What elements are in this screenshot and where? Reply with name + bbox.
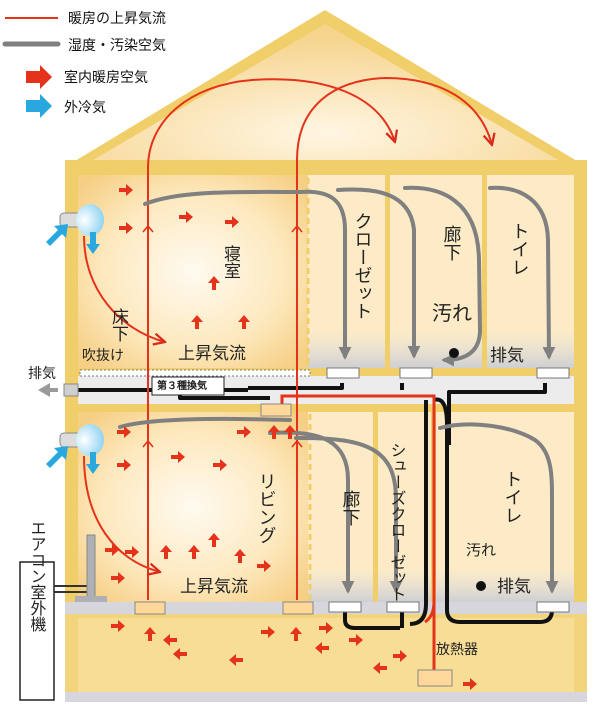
ventilation-unit [151,376,225,396]
label-rising-upper: 上昇気流 [178,344,246,364]
wall-intake-lower [59,424,104,456]
heating-arrow-icon [173,648,187,660]
label-floor-under: 床下 [108,308,129,342]
heating-arrow-icon [111,572,125,584]
exhaust-arrow-icon [38,383,50,397]
heating-arrow-icon [315,642,329,654]
label-dirty-lower: 汚れ [466,541,496,559]
label-exhaust-lower: 排気 [497,577,531,597]
heating-arrow-icon [373,662,387,674]
heating-arrow-icon [234,549,246,563]
living-flow-curve [83,455,160,572]
heating-arrow-icon [179,211,193,223]
heating-arrow-icon [160,545,172,559]
heating-arrow-icon [225,216,239,228]
heating-arrow-icon [290,627,302,641]
living-area [78,412,308,602]
heating-arrow-icon [208,276,220,290]
label-bedroom: 寝室 [220,244,241,279]
humid-air-lines [118,185,559,594]
cold-air-arrows [46,224,100,474]
heating-arrow-icon [237,426,251,438]
room-labels: 寝室 床下 吹抜け 上昇気流 排気 第３種換気 クローゼット 廊下 トイレ 汚れ… [28,212,532,658]
bedroom-area [78,175,308,368]
dirt-dot-upper [449,348,459,358]
heating-arrow-icon [319,622,333,634]
heating-arrow-icon [349,634,363,646]
indoor-heating-arrows [105,184,477,690]
legend-humid-air: 湿度・汚染空気 [68,38,166,54]
exhaust-outlet [63,383,79,397]
label-ac-outdoor: エアコン室外機 [28,520,47,633]
label-exhaust-left: 排気 [28,366,56,382]
legend-indoor-heating: 室内暖房空気 [64,69,148,86]
label-third-ventilation: 第３種換気 [157,379,207,392]
heating-arrow-icon [111,620,125,632]
heating-arrow-icon [257,560,271,572]
heating-arrow-icon [238,315,250,329]
dirt-dot-lower [476,581,486,591]
label-radiator: 放熱器 [436,642,478,658]
red-arrow-icon [26,65,52,89]
heating-arrow-icon [117,459,131,471]
heating-arrow-icon [229,654,243,666]
heating-arrow-icon [163,634,177,646]
wall-intake-upper [59,204,104,236]
floor-vents [134,367,570,687]
heating-arrow-icon [191,315,203,329]
legend: 暖房の上昇気流 湿度・汚染空気 室内暖房空気 外冷気 [2,11,166,118]
heating-arrow-icon [144,627,156,641]
label-shoe-closet: シューズクローゼット [388,442,407,602]
label-hallway-lower: 廊下 [340,490,361,526]
heating-arrow-icon [105,544,119,556]
heating-arrow-icon [268,425,280,439]
radiator-unit [417,669,453,687]
blue-arrow-icon [26,94,52,118]
label-rising-lower: 上昇気流 [180,577,248,597]
bedroom-flow-curve [83,235,165,342]
ac-outdoor-unit [19,534,107,701]
label-toilet-upper: トイレ [509,222,530,276]
rise-chevrons [142,224,303,448]
heating-rise-lines [147,76,492,600]
heating-arrow-icon [188,545,200,559]
heating-arrow-icon [117,426,131,438]
label-living: リビング [256,472,277,544]
heating-arrow-icon [393,650,407,662]
heating-arrow-icon [119,184,133,196]
heating-arrow-icon [208,533,220,547]
label-atrium: 吹抜け [82,348,124,364]
heating-arrow-icon [119,222,133,234]
heating-arrow-icon [463,678,477,690]
label-dirty-upper: 汚れ [432,301,472,325]
heating-arrow-icon [284,425,296,439]
label-hallway-upper: 廊下 [441,225,462,261]
legend-heating-rise: 暖房の上昇気流 [68,11,166,27]
legend-outside-cold: 外冷気 [64,100,106,116]
heating-arrow-icon [171,451,185,463]
label-exhaust-upper: 排気 [490,346,524,366]
heating-arrow-icon [213,459,227,471]
label-toilet-lower: トイレ [502,470,523,524]
label-closet-upper: クローゼット [352,212,373,320]
heating-arrow-icon [261,626,275,638]
heating-arrow-icon [125,546,139,558]
